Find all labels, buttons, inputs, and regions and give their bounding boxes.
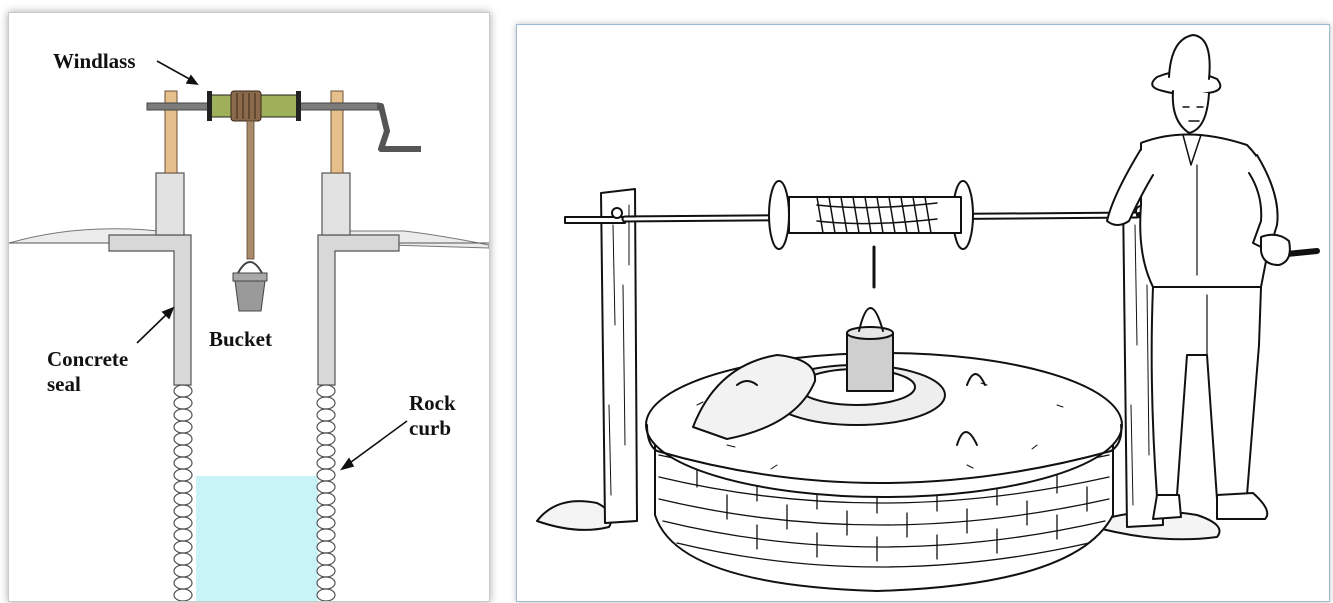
bucket: [235, 281, 265, 311]
rock-stone: [174, 421, 192, 433]
concrete-seal-label: Concrete seal: [47, 347, 128, 397]
rock-stone: [174, 457, 192, 469]
rock-stone: [317, 409, 335, 421]
rock-stone: [174, 505, 192, 517]
rock-stone: [174, 553, 192, 565]
rope: [247, 121, 254, 259]
rock-stone: [317, 589, 335, 601]
rock-stone: [174, 577, 192, 589]
rock-curb-left: [174, 385, 192, 601]
well-schematic: [9, 13, 489, 601]
well-illustration: [517, 25, 1329, 601]
concrete-seal-arrow: [137, 312, 169, 343]
rock-stone: [174, 493, 192, 505]
rock-stone: [174, 529, 192, 541]
windlass-arrow: [157, 61, 193, 81]
drum: [789, 197, 961, 233]
axle-pin-left: [612, 208, 622, 218]
boot-left: [1153, 495, 1181, 519]
rock-stone: [174, 589, 192, 601]
water: [196, 476, 318, 601]
rock-stone: [317, 529, 335, 541]
rock-stone: [174, 445, 192, 457]
windlass-arrowhead: [187, 76, 197, 84]
rock-stone: [174, 565, 192, 577]
concrete-seal-right: [318, 235, 399, 385]
rock-stone: [317, 565, 335, 577]
rock-stone: [317, 517, 335, 529]
hat-crown: [1169, 35, 1210, 79]
rock-stone: [174, 385, 192, 397]
rock-stone: [317, 433, 335, 445]
shirt: [1140, 134, 1273, 287]
drum-flange-left: [207, 91, 212, 121]
drum-flange-left: [769, 181, 789, 249]
rock-stone: [174, 481, 192, 493]
windlass-label: Windlass: [53, 49, 136, 74]
rock-stone: [317, 469, 335, 481]
rock-stone: [317, 553, 335, 565]
well-illustration-panel: [516, 24, 1330, 602]
rock-stone: [317, 397, 335, 409]
rock-curb-arrowhead: [342, 459, 353, 469]
rock-stone: [174, 397, 192, 409]
hand: [1261, 235, 1290, 265]
rock-curb-label: Rock curb: [409, 391, 456, 441]
post-base-left: [156, 173, 184, 235]
rock-curb-right: [317, 385, 335, 601]
rock-stone: [317, 493, 335, 505]
rock-stone: [174, 409, 192, 421]
pants: [1152, 287, 1261, 499]
head: [1173, 91, 1209, 133]
rock-stone: [174, 433, 192, 445]
windlass-crank: [377, 106, 421, 149]
rock-stone: [317, 577, 335, 589]
rock-stone: [174, 541, 192, 553]
rock-stone: [317, 445, 335, 457]
rock-stone: [317, 505, 335, 517]
rock-stone: [317, 421, 335, 433]
post-base-right: [322, 173, 350, 235]
rock-stone: [174, 469, 192, 481]
rock-stone: [174, 517, 192, 529]
bucket-top: [847, 327, 893, 339]
bucket: [847, 333, 893, 391]
rock-stone: [317, 457, 335, 469]
rope-coil: [231, 91, 261, 121]
rock-curb-arrow: [347, 421, 407, 465]
post-left: [601, 189, 637, 523]
rock-stone: [317, 481, 335, 493]
drum-flange-right: [296, 91, 301, 121]
boot-right: [1217, 493, 1267, 519]
bucket-label: Bucket: [209, 327, 272, 352]
well-schematic-panel: Windlass Bucket Concrete seal Rock curb: [8, 12, 490, 602]
rock-stone: [317, 541, 335, 553]
bucket-rim: [233, 273, 267, 281]
ground-mound-left: [537, 501, 611, 530]
rock-stone: [317, 385, 335, 397]
